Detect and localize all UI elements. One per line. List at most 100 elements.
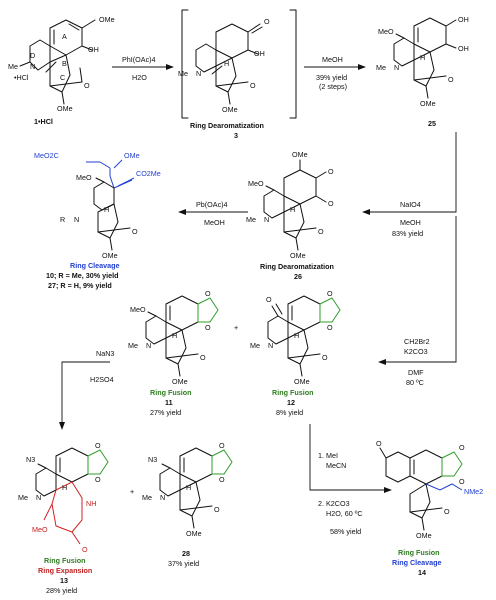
c1-ring-b: B bbox=[62, 59, 67, 68]
c26-me: Me bbox=[246, 215, 256, 224]
c10-ome: OMe bbox=[102, 251, 118, 260]
c14-caption-2: Ring Cleavage bbox=[392, 558, 442, 567]
c1-ring-d: D bbox=[30, 51, 35, 60]
c13-n3: N3 bbox=[26, 455, 35, 464]
arrow-3: NaIO4 MeOH 83% yield bbox=[362, 132, 457, 238]
c26-label: 26 bbox=[294, 272, 302, 281]
c28-n3: N3 bbox=[148, 455, 157, 464]
c25-n: N bbox=[394, 63, 399, 72]
compound-1: OMe OH A B C D Me N •HCl OMe O 1•HCl bbox=[8, 15, 115, 126]
c28-o: O bbox=[214, 505, 220, 514]
c3-o: O bbox=[250, 81, 256, 90]
c26-o-1: O bbox=[328, 167, 334, 176]
r2-yield: 39% yield bbox=[316, 73, 347, 82]
c10-h: H bbox=[104, 205, 109, 214]
arrow-5: CH2Br2 K2CO3 DMF 80 ºC bbox=[378, 216, 457, 387]
arrow-2: MeOH 39% yield (2 steps) bbox=[304, 55, 366, 91]
c28-n: N bbox=[160, 493, 165, 502]
c25-ome: OMe bbox=[420, 99, 436, 108]
c12-yield: 8% yield bbox=[276, 408, 303, 417]
c11-yield: 27% yield bbox=[150, 408, 181, 417]
c26-n: N bbox=[264, 215, 269, 224]
c11-o-2: O bbox=[205, 323, 211, 332]
c28-label: 28 bbox=[182, 549, 190, 558]
c13-meo: MeO bbox=[32, 525, 48, 534]
c1-ring-c: C bbox=[60, 73, 65, 82]
c14-label: 14 bbox=[418, 568, 426, 577]
r7-step2: 2. K2CO3 bbox=[318, 499, 350, 508]
c11-o-1: O bbox=[205, 289, 211, 298]
c28-me: Me bbox=[142, 493, 152, 502]
c28-o-2: O bbox=[219, 475, 225, 484]
c3-n: N bbox=[196, 69, 201, 78]
c12-o-2: O bbox=[327, 323, 333, 332]
c13-o-2: O bbox=[95, 475, 101, 484]
c25-oh: OH bbox=[458, 44, 469, 53]
c14-caption: Ring Fusion bbox=[398, 548, 440, 557]
c1-ring-a: A bbox=[62, 32, 67, 41]
c26-caption: Ring Dearomatization bbox=[260, 262, 334, 271]
r5-reagent-1: CH2Br2 bbox=[404, 337, 430, 346]
c10-ome-blue: OMe bbox=[124, 151, 140, 160]
c1-label: 1•HCl bbox=[34, 117, 53, 126]
c3-ketone-o: O bbox=[264, 17, 270, 26]
c13-yield: 28% yield bbox=[46, 586, 77, 595]
compound-12: O O O H Me N OMe O Ring Fusion 12 8% yie… bbox=[250, 289, 341, 417]
r5-reagent-2: K2CO3 bbox=[404, 347, 428, 356]
compound-10: MeO2C OMe CO2Me MeO H R N OMe O Ring Cle… bbox=[34, 151, 161, 290]
c1-ome-top: OMe bbox=[99, 15, 115, 24]
c25-h: H bbox=[420, 53, 425, 62]
c13-label: 13 bbox=[60, 576, 68, 585]
c13-n: N bbox=[36, 493, 41, 502]
r5-temp: 80 ºC bbox=[406, 378, 424, 387]
plus-sign-1: + bbox=[234, 323, 238, 332]
r4-solvent: MeOH bbox=[204, 218, 225, 227]
c12-me: Me bbox=[250, 341, 260, 350]
c12-o-1: O bbox=[327, 289, 333, 298]
compound-28: N3 O O H Me N OMe O 28 37% yield bbox=[142, 441, 233, 568]
c12-label: 12 bbox=[287, 398, 295, 407]
r7-yield: 58% yield bbox=[330, 527, 361, 536]
c25-meo: MeO bbox=[378, 27, 394, 36]
c13-caption-2: Ring Expansion bbox=[38, 566, 92, 575]
c12-n: N bbox=[268, 341, 273, 350]
c13-me: Me bbox=[18, 493, 28, 502]
c14-ketone-o: O bbox=[376, 439, 382, 448]
c26-meo: MeO bbox=[248, 179, 264, 188]
r5-solvent: DMF bbox=[408, 368, 424, 377]
c12-h: H bbox=[294, 331, 299, 340]
r7-step1: 1. MeI bbox=[318, 451, 338, 460]
c3-h: H bbox=[224, 59, 229, 68]
c27-label: 27; R = H, 9% yield bbox=[48, 281, 112, 290]
c14-o-2: O bbox=[459, 477, 465, 486]
c26-h: H bbox=[290, 205, 295, 214]
c14-ome: OMe bbox=[416, 531, 432, 540]
c12-ketone-o: O bbox=[266, 295, 272, 304]
c3-caption: Ring Dearomatization bbox=[190, 121, 264, 130]
c3-me: Me bbox=[178, 69, 188, 78]
r3-reagent: NaIO4 bbox=[400, 200, 421, 209]
r2-reagent: MeOH bbox=[322, 55, 343, 64]
c28-yield: 37% yield bbox=[168, 559, 199, 568]
c13-nh: NH bbox=[86, 499, 96, 508]
c1-oh: OH bbox=[88, 45, 99, 54]
c10-meo: MeO bbox=[76, 173, 92, 182]
c11-label: 11 bbox=[165, 398, 173, 407]
c11-o: O bbox=[200, 353, 206, 362]
c14-o-1: O bbox=[459, 443, 465, 452]
c13-o: O bbox=[82, 545, 88, 554]
c13-o-1: O bbox=[95, 441, 101, 450]
c10-caption: Ring Cleavage bbox=[70, 261, 120, 270]
r7-step1-solvent: MeCN bbox=[326, 461, 346, 470]
c3-ome: OMe bbox=[222, 105, 238, 114]
r1-solvent: H2O bbox=[132, 73, 147, 82]
c10-o: O bbox=[132, 227, 138, 236]
arrow-1: PhI(OAc)4 H2O bbox=[112, 55, 174, 82]
arrow-6: NaN3 H2SO4 bbox=[59, 349, 114, 430]
c13-h: H bbox=[62, 483, 67, 492]
c25-me: Me bbox=[376, 63, 386, 72]
r4-reagent: Pb(OAc)4 bbox=[196, 200, 228, 209]
c11-meo: MeO bbox=[130, 305, 146, 314]
compound-25: OH OH MeO H Me N OMe O 25 bbox=[376, 15, 469, 128]
c3-label: 3 bbox=[234, 131, 238, 140]
